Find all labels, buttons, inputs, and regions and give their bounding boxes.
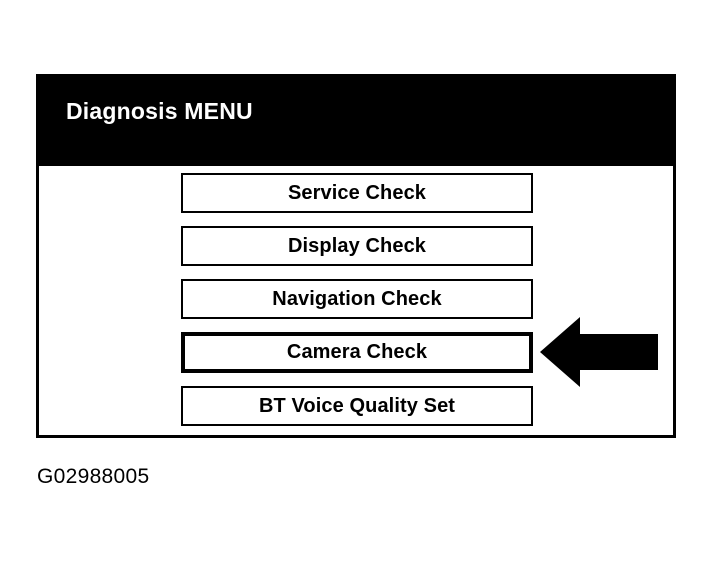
menu-list: Service Check Display Check Navigation C… <box>181 173 535 439</box>
diagnosis-menu-panel: Diagnosis MENU Service Check Display Che… <box>36 74 676 438</box>
menu-item-camera-check[interactable]: Camera Check <box>181 332 533 373</box>
arrow-left-icon <box>540 317 658 387</box>
menu-item-label: Service Check <box>287 181 427 204</box>
menu-item-label: Display Check <box>287 234 427 257</box>
menu-item-label: Camera Check <box>286 341 428 363</box>
page-title: Diagnosis MENU <box>66 98 253 124</box>
menu-item-bt-voice-quality-set[interactable]: BT Voice Quality Set <box>181 386 533 426</box>
menu-item-navigation-check[interactable]: Navigation Check <box>181 279 533 319</box>
panel-title-bar: Diagnosis MENU <box>39 77 673 166</box>
figure-caption: G02988005 <box>37 465 150 488</box>
menu-item-service-check[interactable]: Service Check <box>181 173 533 213</box>
menu-item-display-check[interactable]: Display Check <box>181 226 533 266</box>
menu-item-label: Navigation Check <box>272 287 442 310</box>
menu-item-label: BT Voice Quality Set <box>258 394 456 417</box>
